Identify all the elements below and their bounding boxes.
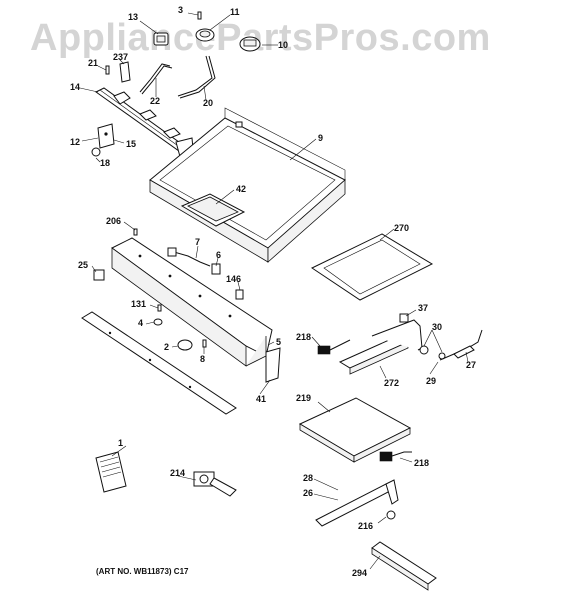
wire-harness-part <box>167 247 211 267</box>
front-trim-strip-part <box>81 311 237 415</box>
bracket-part <box>399 313 409 323</box>
clip-part <box>235 289 244 300</box>
owners-manual-part <box>95 451 127 493</box>
grommet-part <box>153 318 163 326</box>
callout-9[interactable]: 9 <box>318 133 323 143</box>
leader-lines <box>79 12 469 570</box>
callout-42[interactable]: 42 <box>236 184 246 194</box>
screw-part <box>202 339 207 348</box>
pressure-regulator-part <box>193 471 237 497</box>
callout-28[interactable]: 28 <box>303 473 313 483</box>
callout-294[interactable]: 294 <box>352 568 367 578</box>
callout-37[interactable]: 37 <box>418 303 428 313</box>
orifice-part <box>371 319 446 360</box>
callout-15[interactable]: 15 <box>126 139 136 149</box>
lower-burner-tube-part <box>315 479 399 527</box>
screw-part <box>157 304 162 312</box>
switch-part <box>211 263 221 275</box>
heat-shield-part <box>310 233 434 301</box>
gas-tube-part <box>139 63 171 93</box>
callout-22[interactable]: 22 <box>150 96 160 106</box>
callout-13[interactable]: 13 <box>128 12 138 22</box>
screw-part <box>105 65 110 75</box>
callout-30[interactable]: 30 <box>432 322 442 332</box>
callout-2[interactable]: 2 <box>164 342 169 352</box>
callout-12[interactable]: 12 <box>70 137 80 147</box>
callout-26[interactable]: 26 <box>303 488 313 498</box>
screw-part <box>133 228 138 236</box>
nut-part <box>91 147 101 157</box>
callout-3[interactable]: 3 <box>178 5 183 15</box>
spark-electrode-part <box>119 61 131 83</box>
lower-heat-shield-part <box>298 397 412 463</box>
gas-supply-tube-part <box>439 329 483 361</box>
clip-part <box>93 269 105 281</box>
callout-41[interactable]: 41 <box>256 394 266 404</box>
valve-part <box>239 36 261 52</box>
callout-219[interactable]: 219 <box>296 393 311 403</box>
part-callouts: 13 3 11 10 21 237 14 22 20 12 15 18 9 42… <box>70 5 476 578</box>
callout-5[interactable]: 5 <box>276 337 281 347</box>
callout-218-lower[interactable]: 218 <box>414 458 429 468</box>
callout-218-upper[interactable]: 218 <box>296 332 311 342</box>
igniter-switch-part <box>153 32 169 46</box>
callout-272[interactable]: 272 <box>384 378 399 388</box>
callout-11[interactable]: 11 <box>230 7 240 17</box>
control-panel-part <box>111 237 273 367</box>
callout-8[interactable]: 8 <box>200 354 205 364</box>
callout-131[interactable]: 131 <box>131 299 146 309</box>
callout-20[interactable]: 20 <box>203 98 213 108</box>
callout-146[interactable]: 146 <box>226 274 241 284</box>
callout-29[interactable]: 29 <box>426 376 436 386</box>
burner-tube-part <box>338 335 410 375</box>
callout-6[interactable]: 6 <box>216 250 221 260</box>
callout-27[interactable]: 27 <box>466 360 476 370</box>
channel-bracket-part <box>371 541 437 591</box>
valve-bracket <box>97 123 115 149</box>
callout-21[interactable]: 21 <box>88 58 98 68</box>
callout-4[interactable]: 4 <box>138 318 143 328</box>
callout-1[interactable]: 1 <box>118 438 123 448</box>
nut-part <box>386 510 396 520</box>
gas-tube-part <box>177 55 213 97</box>
callout-10[interactable]: 10 <box>278 40 288 50</box>
callout-206[interactable]: 206 <box>106 216 121 226</box>
callout-216[interactable]: 216 <box>358 521 373 531</box>
igniter-part <box>379 451 412 462</box>
callout-214[interactable]: 214 <box>170 468 185 478</box>
control-knob-part <box>177 339 193 351</box>
callout-270[interactable]: 270 <box>394 223 409 233</box>
callout-14[interactable]: 14 <box>70 82 80 92</box>
watermark: AppliancePartsPros.com <box>30 17 491 59</box>
screw-part <box>197 11 202 20</box>
valve-knob-part <box>195 28 215 42</box>
art-number: (ART NO. WB11873) C17 <box>96 567 189 576</box>
callout-7[interactable]: 7 <box>195 237 200 247</box>
callout-25[interactable]: 25 <box>78 260 88 270</box>
burner-box-part <box>149 107 346 263</box>
side-bracket-part <box>265 347 281 383</box>
igniter-part <box>317 339 351 355</box>
callout-237[interactable]: 237 <box>113 52 128 62</box>
callout-18[interactable]: 18 <box>100 158 110 168</box>
